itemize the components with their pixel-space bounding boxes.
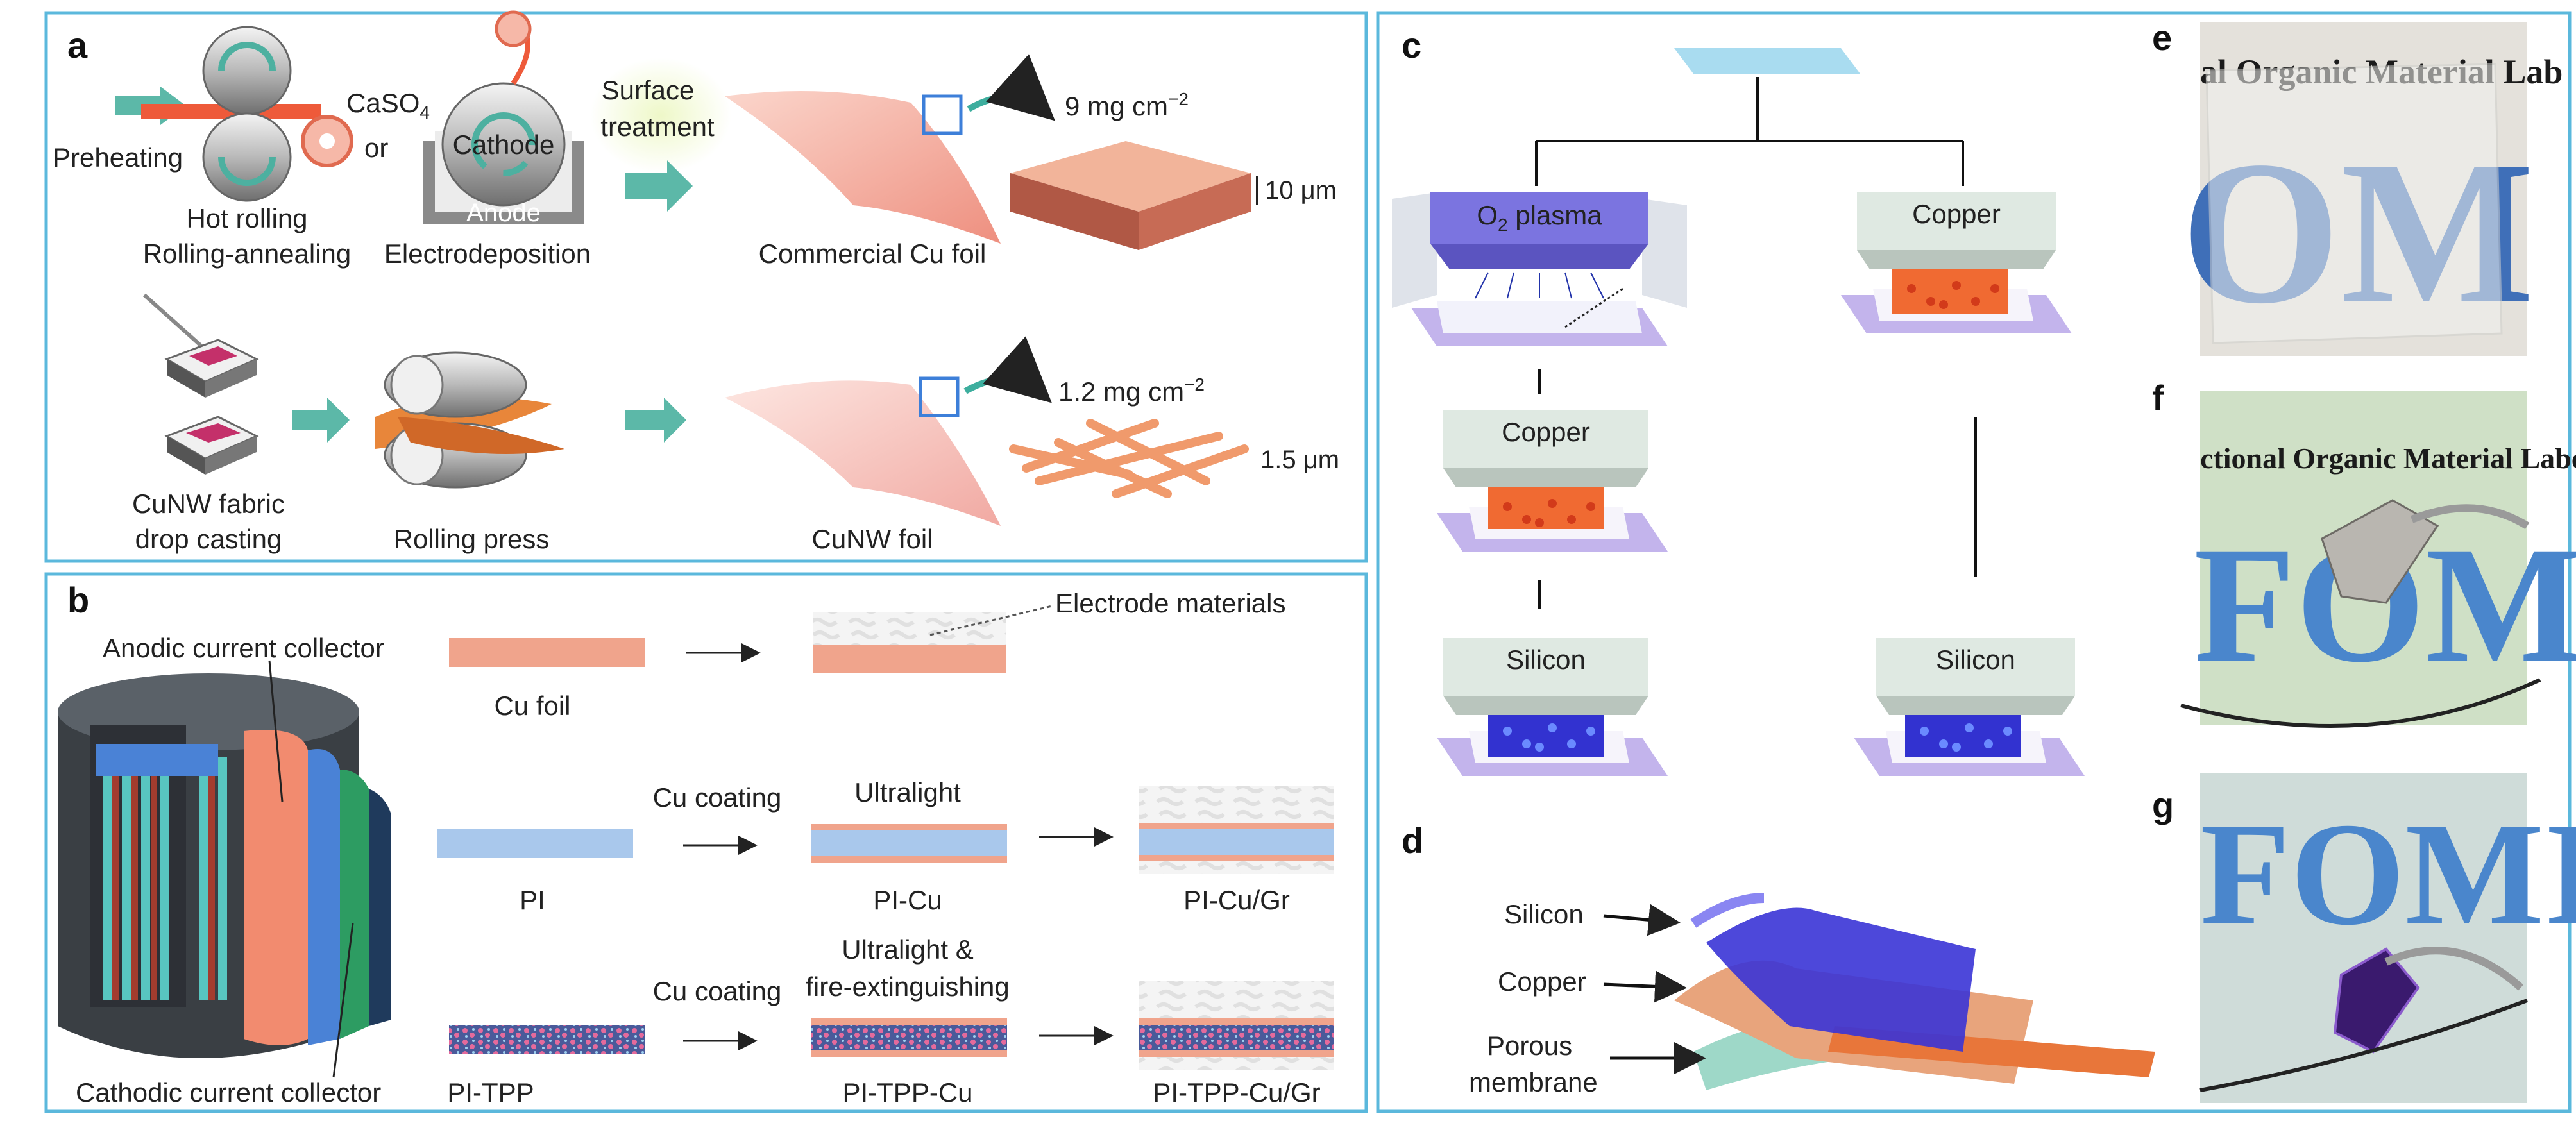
panel-d: d Silicon Copper Porous membrane: [1402, 820, 2155, 1097]
cu-foil-coated: [813, 645, 1006, 673]
mass-9-label: 9 mg cm−2: [1065, 89, 1189, 121]
panel-letter: f: [2152, 378, 2164, 418]
cu-coating-label-2: Cu coating: [653, 976, 782, 1006]
rolling-press-label: Rolling press: [394, 524, 550, 554]
treatment-label: treatment: [600, 112, 715, 142]
panel-letter: e: [2152, 17, 2172, 58]
copper-stamp-right: [1841, 192, 2072, 333]
pi-tpp-strip: [449, 1025, 645, 1054]
electrode-materials-layer: [813, 612, 1006, 645]
commercial-cu-foil: [725, 91, 1001, 244]
arrow-icon: [292, 398, 350, 442]
pi-tpp-cu-gr-strip: [1139, 1025, 1334, 1050]
silicon-stamp-right: [1854, 638, 2085, 776]
silicon-left-label: Silicon: [1506, 645, 1586, 675]
cunw-fabric-label: CuNW fabric: [132, 489, 285, 519]
o2-plasma-label: O2 plasma: [1477, 200, 1602, 235]
panel-letter: c: [1402, 25, 1421, 65]
cunw-foil-label: CuNW foil: [811, 524, 933, 554]
surface-glow: [590, 58, 731, 173]
silicon-d-label: Silicon: [1504, 899, 1584, 929]
silicon-right-label: Silicon: [1936, 645, 2015, 675]
plasma-device: [1392, 192, 1687, 346]
ultralight-fire-label-2: fire-extinguishing: [806, 972, 1010, 1002]
caso4-label: CaSO4: [346, 88, 430, 122]
cunw-network: [1009, 419, 1249, 498]
pi-tpp-label: PI-TPP: [447, 1077, 534, 1108]
panel-c: c O2 plasma: [1392, 25, 2085, 776]
purple-foil: [2333, 947, 2420, 1054]
rolling-press-icon: [375, 351, 564, 489]
pi-cu-label: PI-Cu: [873, 885, 942, 915]
drop-casting-label: drop casting: [135, 524, 282, 554]
mass-1-2-label: 1.2 mg cm−2: [1058, 375, 1205, 407]
cu-block: [1010, 141, 1251, 250]
silicon-stamp-left: [1437, 638, 1668, 776]
pi-cu-strip: [811, 830, 1007, 856]
thick-10-label: 10 μm: [1265, 176, 1337, 205]
zoom-box: [919, 376, 960, 417]
or-label: or: [364, 133, 388, 163]
preheating-label: Preheating: [53, 142, 183, 173]
copper-left-label: Copper: [1502, 417, 1590, 447]
electrodeposition-cell: [423, 10, 584, 224]
panel-f: f ctional Organic Material Laborat FOMI: [2152, 378, 2576, 728]
tweezer-icon: [2410, 504, 2530, 530]
thick-1-5-label: 1.5 μm: [1260, 446, 1339, 474]
copper-d-label: Copper: [1498, 966, 1586, 997]
drop-casting-icon: [142, 293, 259, 475]
pi-strip: [437, 829, 633, 858]
arrow-icon: [1603, 970, 1687, 1003]
substrate-top: [1674, 48, 1860, 74]
membrane-label: membrane: [1469, 1067, 1598, 1097]
electrode-materials-label: Electrode materials: [1055, 588, 1285, 618]
panel-g: g FOMI: [2152, 773, 2576, 1103]
arrow-icon: [625, 398, 686, 442]
pi-label: PI: [520, 885, 545, 915]
pi-tpp-cu-strip: [811, 1025, 1007, 1050]
cu-coating-label: Cu coating: [653, 782, 782, 813]
cathode-label: Cathode: [453, 130, 555, 160]
ultralight-label: Ultralight: [854, 777, 961, 807]
commercial-cu-foil-label: Commercial Cu foil: [759, 239, 987, 269]
panel-letter: b: [67, 580, 89, 620]
arrow-icon: [625, 160, 693, 212]
anodic-label: Anodic current collector: [103, 633, 384, 663]
pi-tpp-cu-label: PI-TPP-Cu: [842, 1077, 972, 1108]
surface-label: Surface: [602, 75, 695, 105]
ultralight-fire-label-1: Ultralight &: [842, 934, 973, 965]
pi-cu-gr-strip: [1139, 829, 1334, 855]
roller-icon: [115, 26, 353, 202]
copper-stamp-left: [1437, 410, 1668, 552]
panel-letter: d: [1402, 820, 1423, 861]
pi-tpp-cu-gr-label: PI-TPP-Cu/Gr: [1153, 1077, 1320, 1108]
panel-e: e al Organic Material Lab OM: [2152, 17, 2563, 356]
porous-label: Porous: [1487, 1031, 1572, 1061]
panel-b: b Anodic current collector Cathodic c: [44, 572, 1368, 1113]
flexible-stack: [1674, 893, 2155, 1090]
cu-foil-label: Cu foil: [494, 691, 570, 721]
cu-foil-strip: [449, 638, 645, 667]
photo-f-banner: ctional Organic Material Laborat: [2200, 442, 2576, 475]
arrow-icon: [1603, 904, 1681, 936]
panel-letter: g: [2152, 785, 2174, 825]
pi-cu-gr-label: PI-Cu/Gr: [1183, 885, 1290, 915]
copper-right-label: Copper: [1912, 199, 2001, 229]
battery-icon: [58, 673, 391, 1058]
tweezer-icon: [2384, 947, 2524, 991]
zoom-box: [922, 94, 963, 135]
anode-label: Anode: [466, 199, 541, 227]
flexible-foil: [2321, 499, 2439, 604]
cathodic-label: Cathodic current collector: [76, 1077, 381, 1108]
panel-letter: a: [67, 25, 88, 65]
photo-g-big: FOMI: [2200, 792, 2576, 956]
hot-rolling-label: Hot rolling: [186, 203, 307, 233]
electrodeposition-label: Electrodeposition: [384, 239, 591, 269]
panel-a: a Preheating Hot rolling Rolling-anneali…: [44, 10, 1368, 563]
rolling-annealing-label: Rolling-annealing: [143, 239, 352, 269]
